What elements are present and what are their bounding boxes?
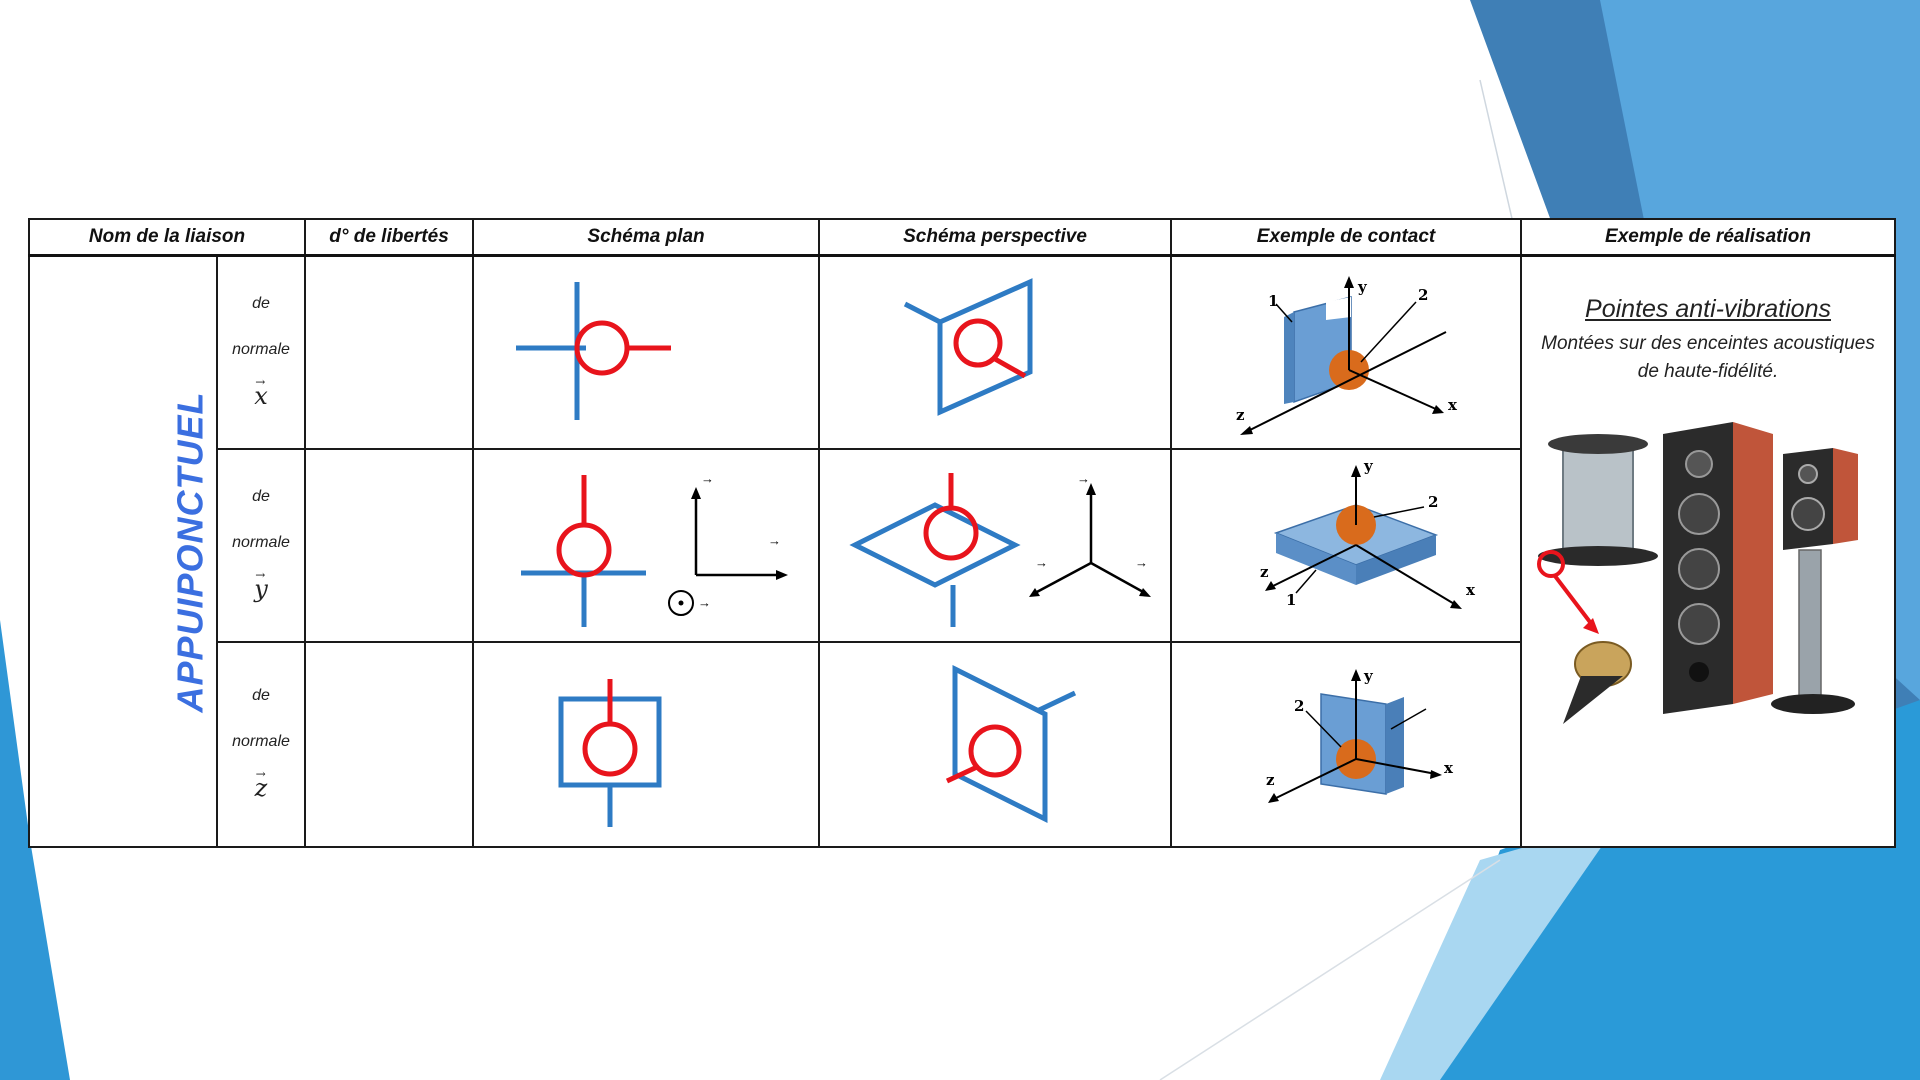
normal-normale: normale bbox=[232, 733, 290, 751]
speaker-tall-side bbox=[1733, 422, 1774, 705]
speaker-illustration bbox=[1537, 422, 1859, 725]
normal-de: de bbox=[252, 687, 270, 705]
normal-axis-x: x bbox=[254, 359, 268, 419]
schema-plan-y: → → → bbox=[472, 447, 821, 643]
speaker-small-stand-base bbox=[1771, 694, 1856, 715]
schema-perspective-x-svg bbox=[903, 278, 1033, 417]
contact-y-axis-z: z bbox=[1260, 563, 1269, 581]
contact-x-label-1: 1 bbox=[1268, 292, 1278, 310]
schema-plan-y-svg: → → → bbox=[521, 471, 789, 628]
contact-y-axis-x: x bbox=[1466, 581, 1476, 599]
contact-z-axis-y: y bbox=[1363, 667, 1374, 685]
schema-plan-z bbox=[472, 640, 821, 849]
contact-y-label-2: 2 bbox=[1428, 493, 1438, 511]
spike-pointer-arrow bbox=[1553, 574, 1595, 628]
schema-plan-z-svg bbox=[558, 679, 662, 828]
exemple-realisation-cell: Pointes anti-vibrations Montées sur des … bbox=[1520, 254, 1897, 849]
normal-y-cell: de normale y bbox=[215, 447, 307, 643]
contact-z-axis-z: z bbox=[1266, 771, 1275, 789]
row-normale-y: de normale y → → → bbox=[29, 447, 1895, 643]
realisation-subtitle: Montées sur des enceintes acoustiques de… bbox=[1541, 333, 1875, 383]
speaker-small-stand bbox=[1798, 549, 1822, 701]
speaker-woofer-3 bbox=[1678, 603, 1721, 646]
contact-x-label-2: 2 bbox=[1418, 286, 1428, 304]
bg-thin-line-2 bbox=[1159, 859, 1501, 1080]
schema-perspective-z-svg bbox=[945, 665, 1077, 824]
header-degres: d° de libertés bbox=[304, 218, 475, 257]
row-normale-x: APPUIPONCTUEL de normale x bbox=[28, 254, 1897, 849]
exemple-contact-y: y 2 1 x z bbox=[1170, 447, 1523, 643]
spike-point bbox=[1563, 676, 1624, 725]
plan-y-arrow-1: → bbox=[701, 471, 714, 486]
schema-perspective-y-svg: → → → bbox=[849, 471, 1152, 628]
spike-pointer-head bbox=[1583, 618, 1600, 635]
row-normale-z: de normale z bbox=[29, 640, 1895, 849]
header-nom: Nom de la liaison bbox=[27, 218, 307, 257]
liaison-name: APPUIPONCTUEL bbox=[169, 391, 211, 713]
speaker-port bbox=[1689, 662, 1710, 683]
plan-y-arrow-2: → bbox=[768, 533, 781, 548]
degres-cell bbox=[304, 447, 475, 643]
degres-cell bbox=[304, 254, 475, 450]
stand-base bbox=[1538, 546, 1659, 567]
normal-z-cell: de normale z bbox=[215, 640, 307, 849]
contact-z-svg: y 2 x z bbox=[1266, 667, 1454, 804]
contact-x-svg: 1 2 y x z bbox=[1236, 276, 1458, 436]
contact-x-axis-z: z bbox=[1236, 406, 1245, 424]
stand-column bbox=[1562, 443, 1635, 556]
persp-y-arrow-2: → bbox=[1135, 555, 1148, 570]
normal-axis-z: z bbox=[255, 751, 268, 811]
exemple-contact-z: y 2 x z bbox=[1170, 640, 1523, 849]
contact-x-axis-x: x bbox=[1448, 396, 1458, 414]
header-schema-perspective: Schéma perspective bbox=[818, 218, 1173, 257]
spike-highlight-circle bbox=[1537, 550, 1566, 579]
contact-x-axis-y: y bbox=[1357, 278, 1368, 296]
speaker-woofer-2 bbox=[1678, 548, 1721, 591]
schema-perspective-z bbox=[818, 640, 1173, 849]
speaker-small-tweeter bbox=[1798, 464, 1819, 485]
contact-z-axis-x: x bbox=[1444, 759, 1454, 777]
contact-z-label-2: 2 bbox=[1294, 697, 1304, 715]
degres-cell bbox=[304, 640, 475, 849]
contact-y-svg: y 2 1 x z bbox=[1260, 457, 1476, 610]
speaker-tweeter bbox=[1685, 450, 1714, 479]
header-schema-plan: Schéma plan bbox=[472, 218, 821, 257]
liaison-table: Nom de la liaison d° de libertés Schéma … bbox=[27, 218, 1897, 849]
persp-y-arrow-3: → bbox=[1035, 555, 1048, 570]
normal-normale: normale bbox=[232, 341, 290, 359]
normal-x-cell: de normale x bbox=[215, 254, 307, 450]
contact-y-label-1: 1 bbox=[1286, 591, 1296, 609]
realisation-title: Pointes anti-vibrations bbox=[1585, 295, 1831, 324]
header-exemple-realisation: Exemple de réalisation bbox=[1520, 218, 1897, 257]
schema-perspective-y: → → → bbox=[818, 447, 1173, 643]
persp-y-arrow-1: → bbox=[1077, 471, 1090, 486]
exemple-contact-x: 1 2 y x z bbox=[1170, 254, 1523, 450]
liaison-name-cell: APPUIPONCTUEL bbox=[28, 254, 218, 849]
normal-axis-y: y bbox=[254, 552, 268, 612]
bg-shape-right-pale bbox=[1380, 820, 1620, 1080]
normal-normale: normale bbox=[232, 534, 290, 552]
schema-plan-x bbox=[472, 254, 821, 450]
header-row: Nom de la liaison d° de libertés Schéma … bbox=[27, 218, 1897, 257]
bg-shape-left bbox=[0, 620, 70, 1080]
normal-de: de bbox=[252, 488, 270, 506]
header-exemple-contact: Exemple de contact bbox=[1170, 218, 1523, 257]
normal-de: de bbox=[252, 295, 270, 313]
stand-top bbox=[1548, 434, 1649, 455]
speaker-woofer-1 bbox=[1678, 493, 1721, 536]
schema-plan-x-svg bbox=[516, 282, 672, 421]
schema-perspective-x bbox=[818, 254, 1173, 450]
speaker-small-woofer bbox=[1791, 497, 1826, 532]
contact-y-axis-y: y bbox=[1363, 457, 1374, 475]
speaker-small-side bbox=[1833, 448, 1859, 545]
plan-y-arrow-3: → bbox=[698, 595, 711, 610]
